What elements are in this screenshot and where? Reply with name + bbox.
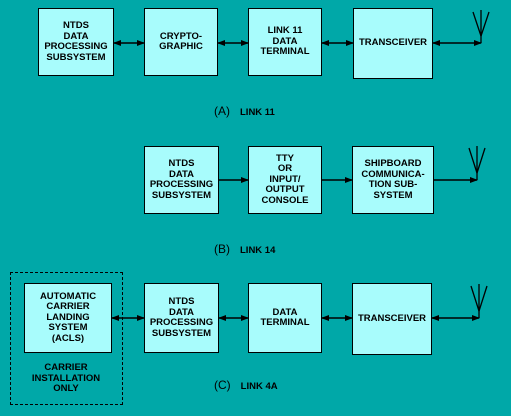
caption-c-link: LINK 4A [240, 381, 278, 392]
box-c-data-terminal: DATA TERMINAL [248, 283, 322, 353]
caption-c: (C) LINK 4A [214, 376, 278, 394]
carrier-installation-only-note: CARRIER INSTALLATION ONLY [31, 362, 101, 394]
antenna-icon [470, 284, 488, 318]
box-b-shipboard-communication-subsystem: SHIPBOARD COMMUNICA- TION SUB- SYSTEM [352, 146, 434, 214]
box-b-ntds-data-processing-subsystem: NTDS DATA PROCESSING SUBSYSTEM [144, 146, 219, 214]
box-c-automatic-carrier-landing-system: AUTOMATIC CARRIER LANDING SYSTEM (ACLS) [24, 283, 112, 353]
box-a-ntds-data-processing-subsystem: NTDS DATA PROCESSING SUBSYSTEM [38, 8, 114, 76]
caption-b-link: LINK 14 [240, 245, 276, 256]
box-c-transceiver: TRANSCEIVER [352, 283, 432, 355]
carrier-installation-boundary [10, 272, 123, 405]
antenna-icon [472, 10, 490, 43]
caption-b-letter: (B) [214, 242, 230, 256]
caption-b: (B) LINK 14 [214, 240, 275, 258]
caption-a: (A) LINK 11 [214, 102, 275, 120]
caption-a-link: LINK 11 [240, 107, 275, 118]
caption-a-letter: (A) [214, 104, 230, 118]
box-a-transceiver: TRANSCEIVER [353, 8, 433, 79]
box-a-cryptographic: CRYPTO- GRAPHIC [144, 8, 218, 76]
box-b-tty-io-console: TTY OR INPUT/ OUTPUT CONSOLE [248, 146, 322, 214]
box-a-link11-data-terminal: LINK 11 DATA TERMINAL [248, 8, 322, 76]
caption-c-letter: (C) [214, 378, 231, 392]
box-c-ntds-data-processing-subsystem: NTDS DATA PROCESSING SUBSYSTEM [144, 283, 219, 353]
antenna-icon [468, 146, 486, 180]
